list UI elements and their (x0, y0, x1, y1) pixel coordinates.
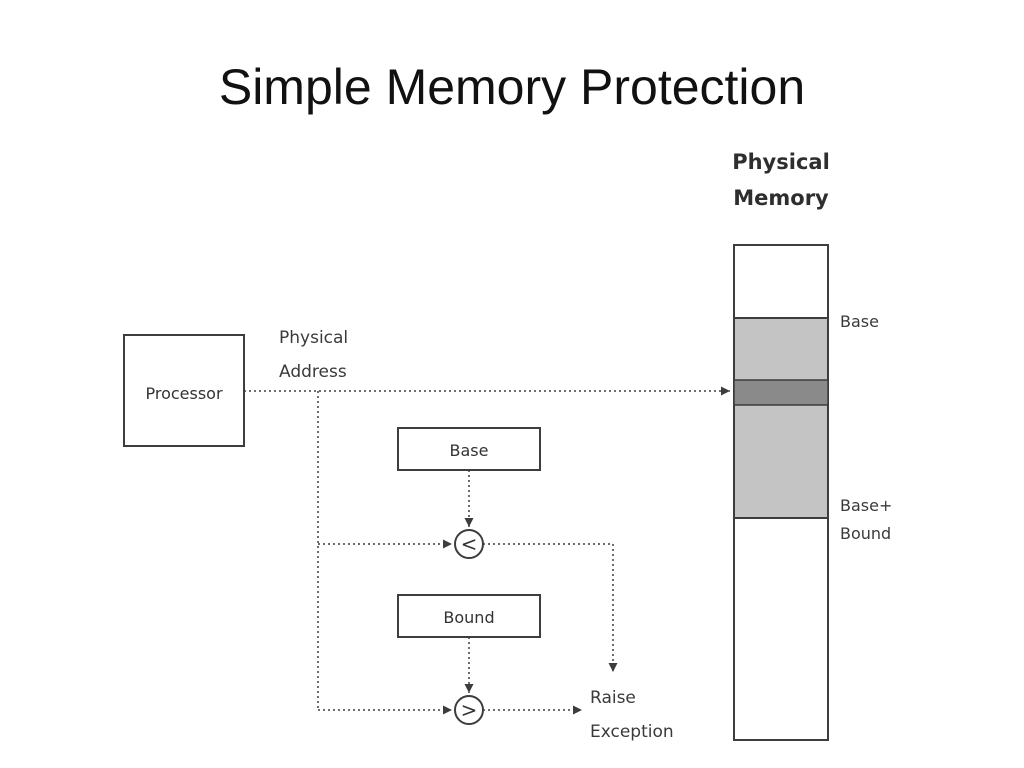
accessed-memory-word (733, 379, 829, 406)
processor-label: Processor (145, 384, 222, 403)
greater-than-symbol: > (461, 698, 478, 722)
less-than-to-exception-line (483, 543, 618, 672)
raise-exception-label-line2: Exception (590, 722, 674, 742)
less-than-symbol: < (461, 532, 478, 556)
slide-title: Simple Memory Protection (218, 59, 806, 115)
physical-address-label-line2: Address (279, 362, 347, 382)
physical-memory-title-line1: Physical (732, 150, 830, 174)
allowed-memory-region (733, 317, 829, 519)
physical-address-label-line1: Physical (279, 328, 348, 348)
memory-base-bound-label-line1: Base+ (840, 496, 892, 515)
memory-base-label: Base (840, 312, 879, 331)
physical-memory-title-line2: Memory (733, 186, 829, 210)
memory-base-bound-label-line2: Bound (840, 524, 891, 543)
bound-register-label: Bound (443, 608, 494, 627)
base-register-label: Base (450, 441, 489, 460)
raise-exception-label-line1: Raise (590, 688, 636, 708)
processor-box (123, 334, 245, 447)
